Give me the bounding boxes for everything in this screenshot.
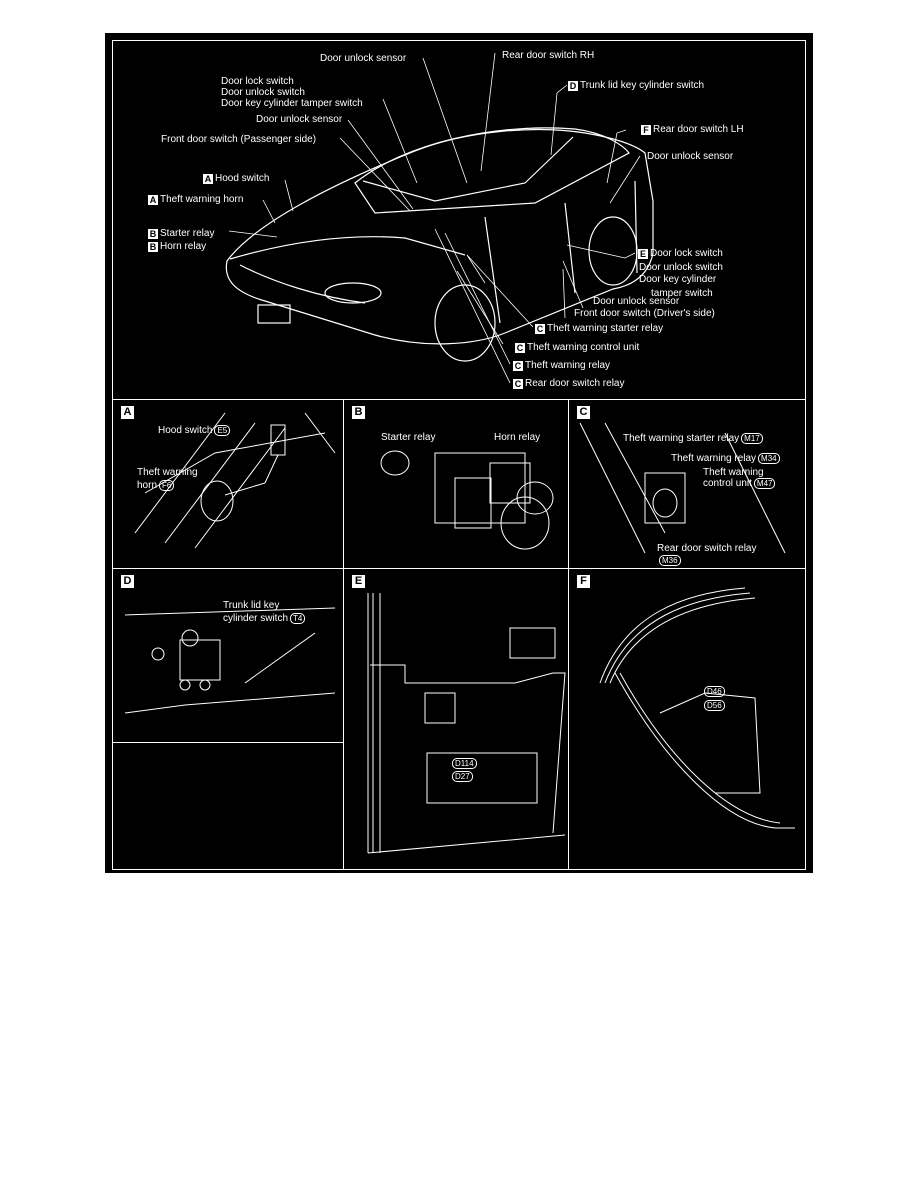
label-rear-door-switch-rh: Rear door switch RH (502, 50, 595, 61)
label-door-unlock-sensor-right: Door unlock sensor (647, 151, 734, 162)
label-door-unlock-sensor-bottom: Door unlock sensor (593, 296, 680, 307)
panel-b-horn-relay: Horn relay (494, 432, 541, 443)
label-tamper-switch: tamper switch (651, 288, 713, 299)
label-front-door-switch-passenger: Front door switch (Passenger side) (161, 134, 317, 145)
panel-f-code1: D46 (702, 686, 725, 697)
front-wheel (434, 284, 496, 362)
panel-b-tag: B (352, 406, 365, 419)
tag-f: F (641, 125, 651, 135)
car-roof (354, 127, 630, 214)
tag-c: C (513, 361, 523, 371)
diagram-sheet: A B C D E F Door unlock sensor Rear door… (105, 33, 813, 873)
panel-f-tag: F (577, 575, 590, 588)
tag-a: A (148, 195, 158, 205)
label-door-lock-switch: Door lock switch (221, 76, 294, 87)
label-door-unlock-sensor-top: Door unlock sensor (320, 53, 407, 64)
label-door-unlock-switch-right: Door unlock switch (639, 262, 723, 273)
tag-b: B (148, 229, 158, 239)
panel-c-rear-door-code: M36 (657, 555, 681, 566)
label-door-unlock-sensor-left: Door unlock sensor (256, 114, 343, 125)
tag-c: C (513, 379, 523, 389)
tag-a: A (203, 174, 213, 184)
panel-f-code2: D56 (702, 700, 725, 711)
panel-c-theft-warning: Theft warning (703, 467, 764, 478)
license-plate (257, 304, 291, 324)
line-art (124, 52, 795, 854)
hood-line (229, 236, 466, 260)
windshield (362, 136, 574, 202)
panel-d-line1: Trunk lid key (223, 600, 280, 611)
rear-wheel (588, 216, 638, 286)
panel-e-code1: D114 (450, 758, 477, 769)
panel-a-tag: A (121, 406, 134, 419)
tag-b: B (148, 242, 158, 252)
panel-e-code2: D27 (450, 771, 473, 782)
panel-d-tag: D (121, 575, 134, 588)
panel-a-theft-warning: Theft warning (137, 467, 198, 478)
label-door-unlock-switch: Door unlock switch (221, 87, 305, 98)
panel-e-tag: E (352, 575, 365, 588)
detail-panel-e: E (343, 568, 569, 870)
label-front-door-switch-driver: Front door switch (Driver's side) (574, 308, 715, 319)
panel-c-rear-door-relay: Rear door switch relay (657, 543, 757, 554)
tag-c: C (535, 324, 545, 334)
tag-d: D (568, 81, 578, 91)
detail-panel-f: F (568, 568, 806, 870)
panel-b-starter-relay: Starter relay (381, 432, 436, 443)
tag-c: C (515, 343, 525, 353)
tag-e: E (638, 249, 648, 259)
empty-panel (112, 742, 344, 870)
main-view-panel (112, 40, 806, 400)
detail-panel-b: B (343, 399, 569, 569)
label-door-key-cylinder: Door key cylinder (639, 274, 717, 285)
label-door-key-cylinder-tamper: Door key cylinder tamper switch (221, 98, 363, 109)
detail-panel-d: D (112, 568, 344, 743)
grille (239, 264, 366, 304)
panel-c-tag: C (577, 406, 590, 419)
headlight (324, 282, 382, 304)
